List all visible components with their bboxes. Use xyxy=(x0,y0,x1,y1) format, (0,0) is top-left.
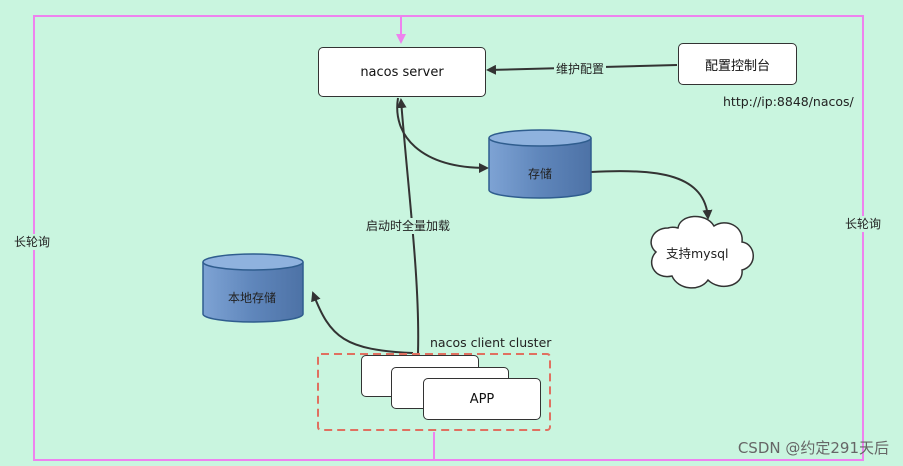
app-label: APP xyxy=(469,391,495,407)
config-console-label: 配置控制台 xyxy=(704,58,770,74)
nacos-server-label: nacos server xyxy=(360,64,444,80)
app-box-front[interactable]: APP xyxy=(423,378,541,420)
client-cluster-label: nacos client cluster xyxy=(430,335,552,350)
local-storage-label: 本地存储 xyxy=(228,291,277,305)
console-url: http://ip:8848/nacos/ xyxy=(723,94,854,109)
arrow-storage-to-mysql xyxy=(590,170,713,220)
storage-label: 存储 xyxy=(528,167,553,181)
csdn-watermark: CSDN @约定291天后 xyxy=(737,439,889,457)
nacos-server-box[interactable]: nacos server xyxy=(318,47,486,97)
storage-cylinder xyxy=(488,129,592,199)
full-load-label: 启动时全量加载 xyxy=(364,218,453,234)
arrow-cluster-to-local-storage xyxy=(311,291,414,354)
config-console-box[interactable]: 配置控制台 xyxy=(678,43,797,85)
mysql-label: 支持mysql xyxy=(666,246,729,261)
mysql-cloud xyxy=(650,215,754,289)
client-cluster-box xyxy=(317,353,551,431)
long-poll-right-line xyxy=(401,15,864,461)
maintain-config-label: 维护配置 xyxy=(554,61,607,77)
arrow-server-to-storage xyxy=(396,97,489,173)
local-storage-cylinder xyxy=(202,253,304,323)
long-poll-left-label: 长轮询 xyxy=(12,234,53,250)
long-poll-right-label: 长轮询 xyxy=(843,216,884,232)
